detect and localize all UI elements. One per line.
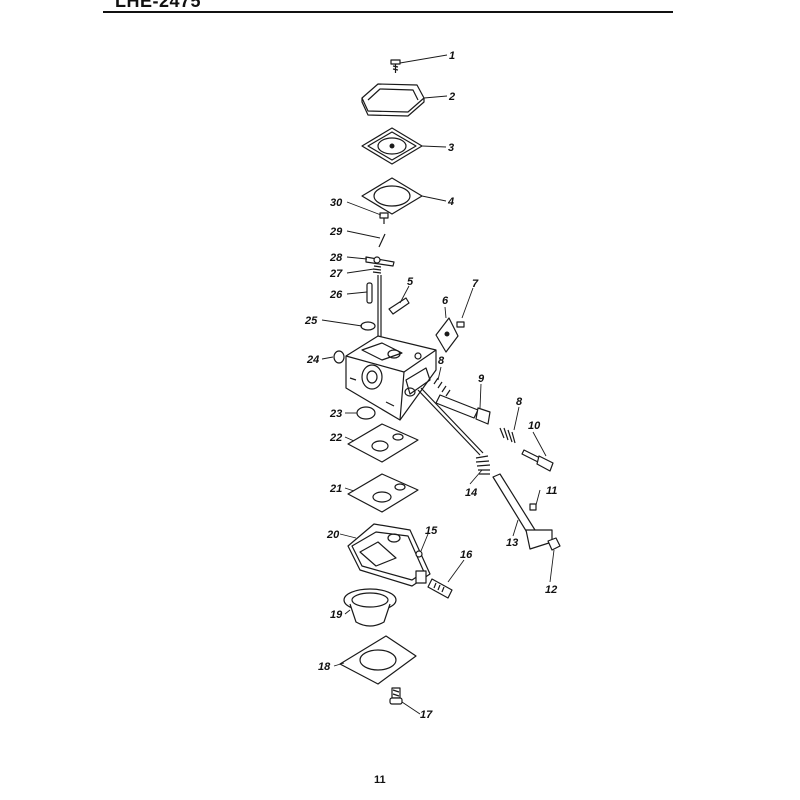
callout-3: 3 xyxy=(448,142,454,154)
page-header-title: LHE-2475 xyxy=(115,0,202,11)
part-15-valve xyxy=(415,550,423,558)
part-9-needle xyxy=(435,394,491,425)
callout-10: 10 xyxy=(528,420,541,432)
callout-30: 30 xyxy=(330,197,343,209)
part-8-spring-lower xyxy=(499,427,516,444)
part-17-screw xyxy=(389,687,403,705)
part-3-diaphragm xyxy=(361,127,423,165)
part-5-plug xyxy=(388,297,410,315)
callout-8-lower: 8 xyxy=(516,396,523,408)
callout-11: 11 xyxy=(546,485,557,497)
callout-29: 29 xyxy=(329,226,343,238)
part-6-disc xyxy=(435,317,459,353)
callout-20: 20 xyxy=(326,529,340,541)
callout-12: 12 xyxy=(545,584,557,596)
callout-21: 21 xyxy=(329,483,342,495)
callout-1: 1 xyxy=(449,50,455,62)
part-28-lever xyxy=(365,256,395,267)
callout-24: 24 xyxy=(306,354,319,366)
callout-16: 16 xyxy=(460,549,473,561)
part-13-lever xyxy=(492,473,553,550)
part-14-spring xyxy=(475,455,491,475)
callout-28: 28 xyxy=(329,252,343,264)
callout-labels: 1 2 3 4 5 6 7 8 8 9 10 11 12 13 14 15 16… xyxy=(304,50,557,721)
part-20-lower-body xyxy=(347,523,431,587)
part-10-needle xyxy=(521,449,554,472)
part-11-screw xyxy=(529,503,537,511)
part-22-gasket xyxy=(347,423,419,463)
callout-15: 15 xyxy=(425,525,438,537)
part-8-spring-upper xyxy=(433,377,451,397)
callout-14: 14 xyxy=(465,487,477,499)
part-21-gasket xyxy=(347,473,419,513)
part-7-screw xyxy=(456,321,465,328)
callout-26: 26 xyxy=(329,289,343,301)
page-number: 11 xyxy=(374,774,386,786)
callout-18: 18 xyxy=(318,661,331,673)
part-23-cap xyxy=(356,406,376,420)
callout-6: 6 xyxy=(442,295,449,307)
carburetor-body xyxy=(345,335,437,421)
part-1-screw xyxy=(390,59,401,73)
part-29-pin xyxy=(378,233,386,248)
part-19-cup xyxy=(343,588,397,627)
part-18-gasket xyxy=(339,635,417,685)
part-30-screw xyxy=(379,212,389,224)
callout-19: 19 xyxy=(330,609,343,621)
header-rule xyxy=(103,11,673,13)
part-12-nut xyxy=(547,537,561,551)
part-27-spring xyxy=(372,265,382,274)
callout-27: 27 xyxy=(329,268,343,280)
leader-lines xyxy=(321,54,555,715)
callout-22: 22 xyxy=(329,432,342,444)
callout-17: 17 xyxy=(420,709,433,721)
part-24-cap xyxy=(333,350,345,364)
callout-9: 9 xyxy=(478,373,485,385)
callout-13: 13 xyxy=(506,537,518,549)
callout-23: 23 xyxy=(329,408,342,420)
part-25-washer xyxy=(360,321,376,331)
callout-4: 4 xyxy=(447,196,454,208)
callout-2: 2 xyxy=(448,91,455,103)
callout-8-upper: 8 xyxy=(438,355,445,367)
part-16-plug xyxy=(427,578,453,599)
callout-7: 7 xyxy=(472,278,479,290)
part-4-gasket xyxy=(361,177,423,215)
part-2-cover xyxy=(361,83,425,117)
part-26-needle xyxy=(366,282,373,304)
callout-5: 5 xyxy=(407,276,414,288)
callout-25: 25 xyxy=(304,315,318,327)
